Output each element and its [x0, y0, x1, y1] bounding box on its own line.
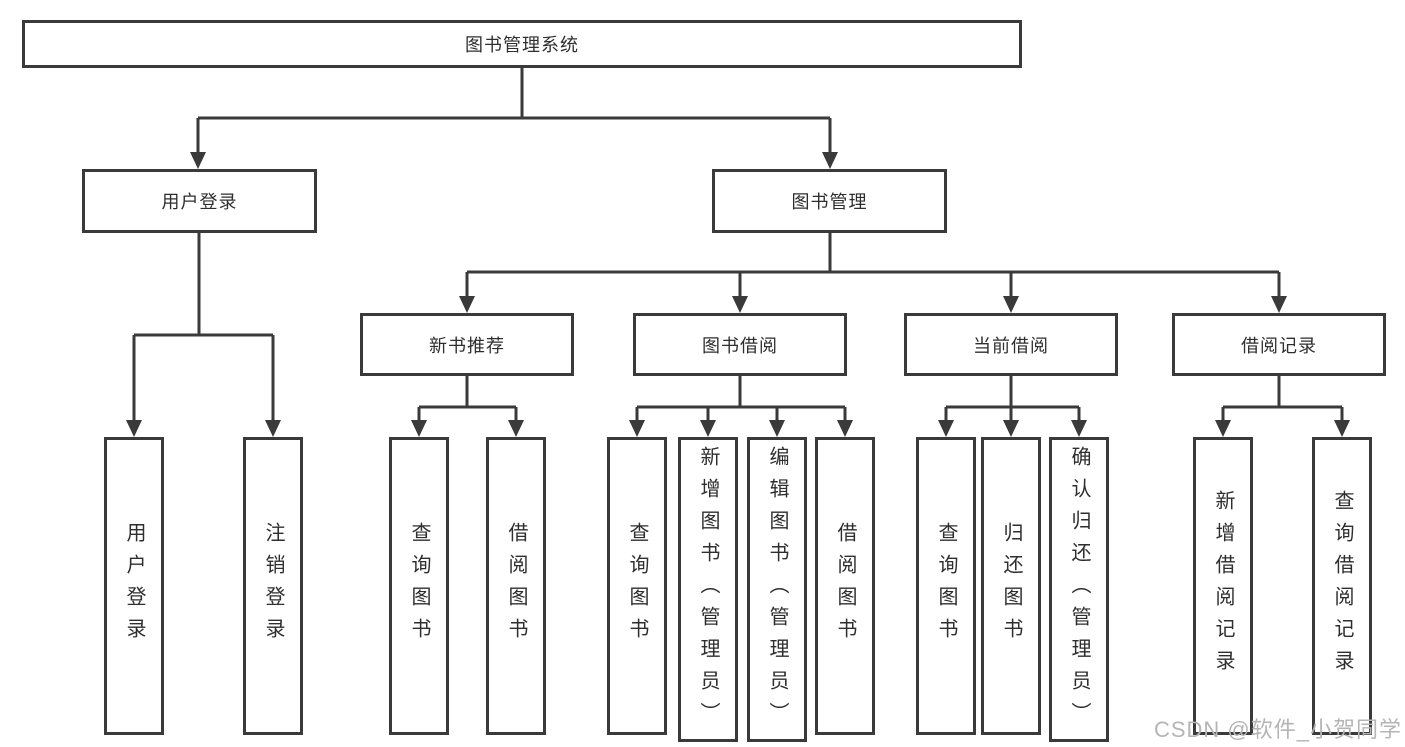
arrowhead-group	[126, 152, 1350, 437]
connector-line	[196, 68, 832, 153]
node-label: 确认归还（管理员）	[1068, 445, 1090, 734]
leaf-return-book: 归还图书	[981, 437, 1041, 735]
leaf-confirm-return-admin: 确认归还（管理员）	[1049, 437, 1109, 742]
leaf-query-borrow-record: 查询借阅记录	[1312, 437, 1372, 735]
node-label: 查询借阅记录	[1331, 490, 1353, 682]
arrowhead-icon	[1003, 296, 1019, 313]
arrowhead-icon	[732, 296, 748, 313]
node-label: 图书借阅	[702, 335, 778, 356]
node-book-borrowing: 图书借阅	[633, 313, 847, 376]
arrowhead-icon	[629, 420, 645, 437]
node-label: 新增图书（管理员）	[697, 445, 719, 734]
arrowhead-icon	[822, 152, 838, 169]
arrowhead-icon	[837, 420, 853, 437]
node-current-borrowing: 当前借阅	[904, 313, 1118, 376]
leaf-query-books-borrow: 查询图书	[607, 437, 667, 735]
node-label: 借阅图书	[505, 522, 527, 650]
node-user-login: 用户登录	[82, 169, 317, 233]
node-borrowing-records: 借阅记录	[1172, 313, 1386, 376]
connector-line	[417, 376, 518, 421]
arrowhead-icon	[1071, 420, 1087, 437]
node-label: 用户登录	[123, 522, 145, 650]
arrowhead-icon	[1003, 420, 1019, 437]
leaf-query-books-current: 查询图书	[916, 437, 976, 735]
leaf-borrow-books-recommend: 借阅图书	[486, 437, 546, 735]
node-label: 查询图书	[935, 522, 957, 650]
leaf-logout: 注销登录	[243, 437, 303, 735]
node-label: 新增借阅记录	[1212, 490, 1234, 682]
node-label: 当前借阅	[973, 335, 1049, 356]
connector-line	[635, 376, 847, 421]
connector-line	[132, 233, 275, 421]
arrowhead-icon	[1334, 420, 1350, 437]
node-label: 图书管理系统	[465, 35, 579, 55]
connector-line	[1221, 376, 1344, 421]
node-library-management-system: 图书管理系统	[22, 20, 1022, 68]
arrowhead-icon	[190, 152, 206, 169]
connector-line	[465, 233, 1281, 297]
arrowhead-icon	[700, 420, 716, 437]
node-label: 新书推荐	[429, 335, 505, 356]
node-label: 归还图书	[1000, 522, 1022, 650]
node-label: 查询图书	[626, 522, 648, 650]
node-label: 用户登录	[161, 192, 238, 212]
node-label: 借阅记录	[1241, 335, 1317, 356]
arrowhead-icon	[411, 420, 427, 437]
node-new-book-recommendation: 新书推荐	[360, 313, 574, 376]
node-book-management: 图书管理	[712, 169, 947, 233]
leaf-edit-book-admin: 编辑图书（管理员）	[747, 437, 807, 742]
leaf-add-book-admin: 新增图书（管理员）	[678, 437, 738, 742]
csdn-watermark: CSDN @软件_小贺同学	[1153, 717, 1402, 742]
node-label: 图书管理	[791, 192, 868, 212]
arrowhead-icon	[459, 296, 475, 313]
node-label: 借阅图书	[834, 522, 856, 650]
node-label: 注销登录	[262, 522, 284, 650]
arrowhead-icon	[126, 420, 142, 437]
node-label: 查询图书	[408, 522, 430, 650]
arrowhead-icon	[938, 420, 954, 437]
node-label: 编辑图书（管理员）	[766, 445, 788, 734]
leaf-borrow-books: 借阅图书	[815, 437, 875, 735]
arrowhead-icon	[769, 420, 785, 437]
arrowhead-icon	[1215, 420, 1231, 437]
arrowhead-icon	[508, 420, 524, 437]
arrowhead-icon	[1271, 296, 1287, 313]
arrowhead-icon	[265, 420, 281, 437]
leaf-query-books-recommend: 查询图书	[389, 437, 449, 735]
leaf-user-login: 用户登录	[104, 437, 164, 735]
connector-line	[944, 376, 1081, 421]
leaf-add-borrow-record: 新增借阅记录	[1193, 437, 1253, 735]
